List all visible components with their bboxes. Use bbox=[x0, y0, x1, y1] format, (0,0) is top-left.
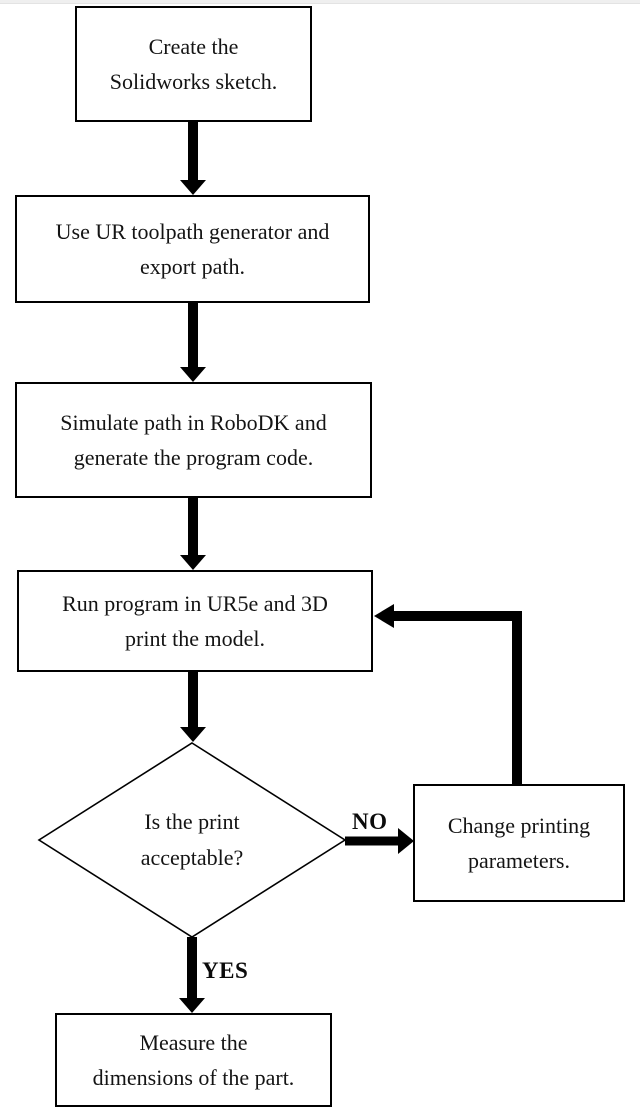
node-run-program-line2: print the model. bbox=[125, 626, 265, 651]
arrow-yes-branch bbox=[179, 937, 205, 1013]
node-change-params: Change printing parameters. bbox=[413, 784, 625, 902]
node-create-sketch: Create the Solidworks sketch. bbox=[75, 6, 312, 122]
node-measure-line2: dimensions of the part. bbox=[92, 1065, 295, 1090]
node-decision-line2: acceptable? bbox=[140, 845, 244, 870]
arrow-create-to-toolpath bbox=[180, 122, 206, 195]
arrow-simulate-to-run bbox=[180, 498, 206, 570]
node-run-program-line1: Run program in UR5e and 3D bbox=[62, 591, 328, 616]
node-toolpath-line1: Use UR toolpath generator and bbox=[55, 219, 330, 244]
node-toolpath-line2: export path. bbox=[139, 254, 246, 279]
branch-label-yes: YES bbox=[202, 958, 249, 983]
arrow-feedback-loop bbox=[374, 604, 522, 784]
node-simulate-line1: Simulate path in RoboDK and bbox=[60, 410, 327, 435]
node-toolpath: Use UR toolpath generator and export pat… bbox=[15, 195, 370, 303]
arrow-toolpath-to-simulate bbox=[180, 303, 206, 382]
node-create-sketch-line1: Create the bbox=[148, 34, 239, 59]
arrow-run-to-decision bbox=[180, 672, 206, 742]
node-change-params-line1: Change printing bbox=[447, 813, 591, 838]
branch-label-no: NO bbox=[352, 809, 388, 834]
page-top-edge bbox=[0, 0, 640, 4]
node-run-program: Run program in UR5e and 3D print the mod… bbox=[17, 570, 373, 672]
node-simulate: Simulate path in RoboDK and generate the… bbox=[15, 382, 372, 498]
node-measure-line1: Measure the bbox=[139, 1030, 248, 1055]
node-decision-line1: Is the print bbox=[144, 809, 240, 834]
node-simulate-line2: generate the program code. bbox=[73, 445, 314, 470]
node-measure: Measure the dimensions of the part. bbox=[55, 1013, 332, 1107]
node-decision-label: Is the print acceptable? bbox=[92, 793, 292, 887]
node-change-params-line2: parameters. bbox=[468, 848, 570, 873]
node-create-sketch-line2: Solidworks sketch. bbox=[109, 69, 278, 94]
arrow-no-branch bbox=[345, 828, 414, 854]
